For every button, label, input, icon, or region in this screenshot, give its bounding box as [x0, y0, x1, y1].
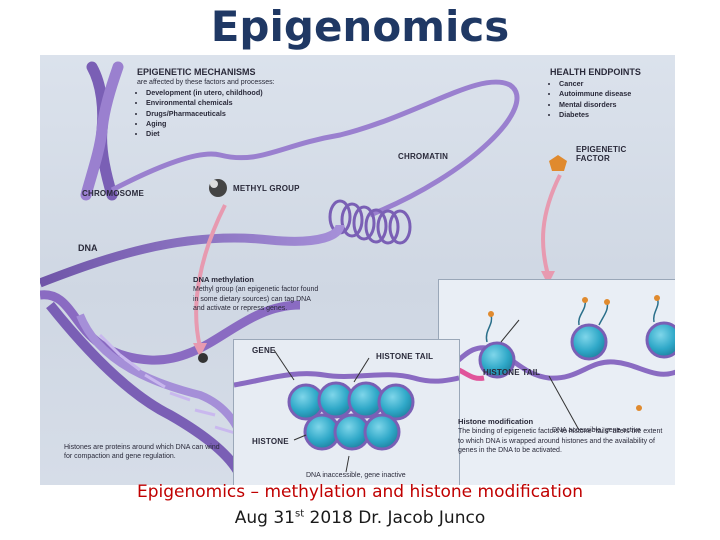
open-chromatin-panel: HISTONE TAIL DNA accessible, gene active	[438, 279, 675, 485]
histone-label: HISTONE	[252, 437, 289, 446]
mechanisms-list: Development (in utero, childhood) Enviro…	[137, 88, 346, 139]
caption-line-1: Epigenomics – methylation and histone mo…	[136, 482, 584, 502]
gene-label: GENE	[252, 346, 276, 355]
methylation-arrow	[194, 204, 227, 348]
mechanisms-heading: EPIGENETIC MECHANISMS	[137, 67, 256, 77]
histone-icon	[570, 323, 608, 361]
chromosome-label: CHROMOSOME	[82, 189, 144, 198]
histone-icon	[377, 383, 415, 421]
chromatin-strand	[110, 79, 520, 218]
page-title: Epigenomics	[210, 2, 510, 51]
caption-date: Aug 31	[234, 508, 295, 528]
list-item: Diabetes	[559, 110, 675, 120]
histone-icon	[478, 341, 516, 379]
dna-double-helix	[46, 301, 245, 478]
histone-modification-heading: Histone modification	[458, 417, 534, 426]
list-item: Autoimmune disease	[559, 89, 675, 99]
methyl-group-icon	[209, 179, 227, 197]
histone-modification-text: The binding of epigenetic factors to his…	[458, 428, 663, 455]
list-item: Mental disorders	[559, 100, 675, 110]
list-item: Diet	[146, 129, 346, 139]
dna-label: DNA	[78, 243, 98, 253]
factor-arrow	[541, 174, 562, 276]
list-item: Aging	[146, 119, 346, 129]
chromatin-coil	[328, 199, 412, 245]
list-item: Environmental chemicals	[146, 98, 346, 108]
caption-line-2: Aug 31st 2018 Dr. Jacob Junco	[0, 508, 720, 528]
dna-inaccessible-label: DNA inaccessible, gene inactive	[306, 472, 406, 479]
caption-date-suffix: st	[295, 508, 305, 520]
dna-methylation-heading: DNA methylation	[193, 275, 254, 284]
epigenetic-factor-icon	[549, 155, 567, 171]
methyl-group-label: METHYL GROUP	[233, 184, 300, 193]
histone-modification-note: Histone modification The binding of epig…	[458, 417, 670, 456]
dna-methylation-note: DNA methylation Methyl group (an epigene…	[193, 275, 323, 314]
mechanisms-subheading: are affected by these factors and proces…	[137, 79, 275, 86]
health-heading: HEALTH ENDPOINTS	[550, 67, 641, 77]
dna-helix-strand-a	[40, 224, 345, 288]
histone-tail-right-label: HISTONE TAIL	[483, 368, 541, 377]
compact-chromatin-artwork	[234, 349, 459, 473]
epigenetic-factor-label: EPIGENETIC FACTOR	[576, 145, 627, 163]
list-item: Development (in utero, childhood)	[146, 88, 346, 98]
list-item: Cancer	[559, 79, 675, 89]
dna-accessible-label: DNA accessible, gene active	[552, 427, 641, 434]
dna-helix-strand-b	[40, 290, 301, 365]
chromosome-icon	[80, 61, 124, 201]
histones-note: Histones are proteins around which DNA c…	[64, 444, 220, 461]
list-item: Drugs/Pharmaceuticals	[146, 109, 346, 119]
histone-tail-mid-label: HISTONE TAIL	[376, 352, 434, 361]
chromatin-label: CHROMATIN	[398, 152, 449, 161]
health-list: Cancer Autoimmune disease Mental disorde…	[550, 79, 675, 120]
figure-artwork	[40, 61, 567, 478]
open-chromatin-artwork	[439, 295, 675, 431]
epigenetics-figure: EPIGENETIC MECHANISMS are affected by th…	[40, 55, 675, 485]
compact-chromatin-panel: GENE HISTONE TAIL HISTONE DNA inaccessib…	[233, 339, 460, 485]
histone-icon	[645, 321, 675, 359]
histone-icon	[363, 413, 401, 451]
caption-author: 2018 Dr. Jacob Junco	[304, 508, 486, 528]
dna-methylation-text: Methyl group (an epigenetic factor found…	[193, 286, 319, 313]
